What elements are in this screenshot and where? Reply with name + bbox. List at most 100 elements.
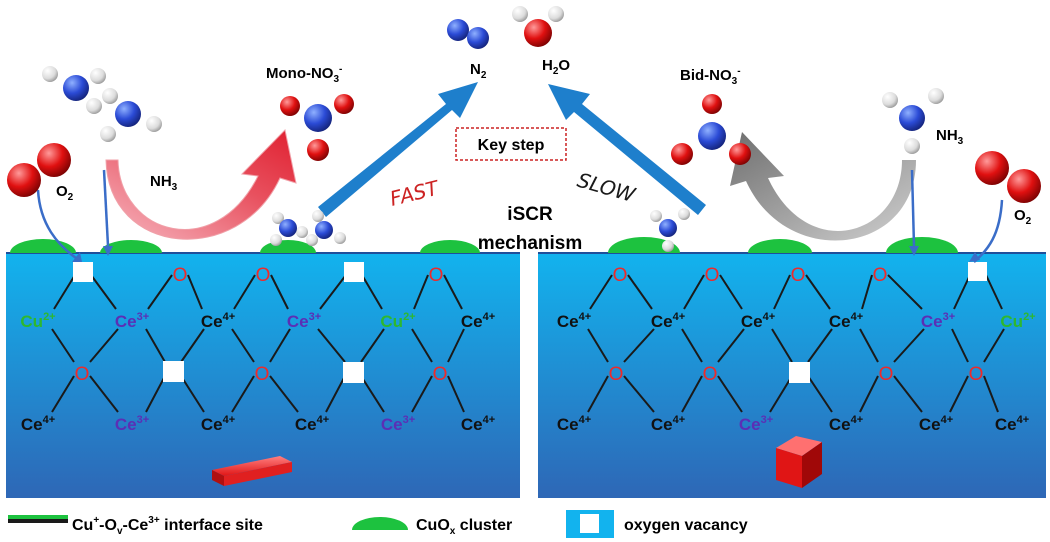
lattice-bond — [145, 375, 166, 413]
mechanism-label: mechanism — [478, 233, 583, 254]
lattice-bond — [231, 375, 255, 413]
ce3-label: Ce3+ — [287, 311, 321, 331]
fast-label: FAST — [387, 175, 442, 211]
o2-molecule-icon — [7, 143, 71, 197]
ce4-label: Ce4+ — [557, 414, 591, 434]
feed-arrowheads — [72, 246, 980, 262]
lattice-bond — [51, 328, 75, 363]
lattice-bond — [233, 274, 256, 310]
cu2-label: Cu2+ — [20, 311, 55, 331]
lattice-bond — [717, 328, 745, 363]
crystal-slab-left — [6, 253, 520, 498]
ce4-label: Ce4+ — [829, 311, 863, 331]
lattice-bond — [587, 328, 609, 363]
lattice-bond — [623, 328, 655, 363]
ce4-label: Ce4+ — [201, 311, 235, 331]
lattice-bond — [683, 274, 705, 310]
ce4-label: Ce4+ — [651, 414, 685, 434]
lattice-bond — [859, 328, 879, 363]
oxygen-label: O — [433, 364, 448, 385]
lattice-bond — [180, 328, 205, 363]
ce4-label: Ce4+ — [995, 414, 1029, 434]
lattice-bond — [771, 328, 793, 363]
lattice-bond — [147, 274, 173, 310]
lattice-bond — [53, 274, 76, 310]
lattice-bonds — [51, 274, 1005, 413]
slow-pathway-arrow — [548, 84, 706, 215]
ce3-label: Ce3+ — [739, 414, 773, 434]
lattice-bond — [893, 328, 925, 363]
legend-cluster-swatch — [352, 517, 408, 530]
lattice-bond — [51, 375, 75, 413]
ce3-label: Ce3+ — [381, 414, 415, 434]
lattice-bond — [447, 328, 465, 363]
iscr-label: iSCR — [507, 204, 553, 225]
lattice-bond — [769, 375, 793, 413]
lattice-bond — [953, 274, 971, 310]
lattice-labels: O O O Cu2+ Ce3+ Ce4+ Ce3+ Cu2+ Ce4+ O O O Ce4+ Ce3+ Ce… — [20, 265, 1035, 434]
lattice-bond — [805, 274, 831, 310]
lattice-bond — [627, 274, 653, 310]
mono-nitrate-molecule-icon — [280, 94, 354, 161]
lattice-bond — [180, 375, 205, 413]
ce4-label: Ce4+ — [557, 311, 591, 331]
nh3-molecule-icon — [42, 66, 106, 114]
ce4-label: Ce4+ — [295, 414, 329, 434]
lattice-bond — [325, 375, 346, 413]
oxygen-label: O — [969, 364, 984, 385]
oxygen-label: O — [256, 265, 271, 286]
slow-label: SLOW — [575, 168, 639, 208]
nh3-molecule-icon — [882, 88, 944, 154]
lattice-bond — [587, 375, 609, 413]
nh3-left-label: NH3 — [150, 173, 178, 193]
lattice-bond — [681, 328, 703, 363]
lattice-bond — [859, 375, 879, 413]
lattice-bond — [317, 328, 346, 363]
lattice-bond — [807, 328, 833, 363]
lattice-bond — [269, 375, 299, 413]
gray-curved-arrow — [730, 132, 916, 241]
nh3-molecule-icon — [100, 88, 162, 142]
oxygen-vacancies — [73, 262, 987, 383]
lattice-bond — [360, 375, 385, 413]
ce3-label: Ce3+ — [115, 311, 149, 331]
n2-label: N2 — [470, 61, 487, 81]
o2-right-label: O2 — [1014, 207, 1032, 227]
oxygen-label: O — [705, 265, 720, 286]
h2o-label: H2O — [542, 57, 570, 77]
lattice-bond — [949, 375, 969, 413]
legend-interface-swatch-green — [8, 515, 68, 519]
fast-pathway-arrow — [318, 82, 478, 217]
oxygen-label: O — [75, 364, 90, 385]
lattice-bond — [589, 274, 613, 310]
lattice-bond — [893, 375, 923, 413]
lattice-bond — [89, 328, 119, 363]
mono-nitrate-label: Mono-NO3- — [266, 64, 342, 85]
lattice-bond — [411, 328, 433, 363]
lattice-bond — [681, 375, 703, 413]
oxygen-label: O — [613, 265, 628, 286]
ce3-label: Ce3+ — [921, 311, 955, 331]
lattice-bond — [411, 375, 433, 413]
ce4-label: Ce4+ — [461, 311, 495, 331]
lattice-bond — [89, 375, 119, 413]
cuox-clusters — [10, 237, 958, 253]
oxygen-label: O — [879, 364, 894, 385]
cu2-label: Cu2+ — [380, 311, 415, 331]
oxygen-label: O — [873, 265, 888, 286]
lattice-bond — [985, 274, 1003, 310]
ce4-label: Ce4+ — [919, 414, 953, 434]
legend-cluster-label: CuOx cluster — [416, 517, 512, 537]
lattice-bond — [773, 274, 791, 310]
lattice-bond — [361, 274, 383, 310]
oxygen-label: O — [791, 265, 806, 286]
oxygen-label: O — [429, 265, 444, 286]
legend-vacancy-label: oxygen vacancy — [624, 517, 748, 534]
oxygen-label: O — [173, 265, 188, 286]
key-step-box — [455, 127, 567, 161]
red-curved-arrow — [105, 128, 297, 240]
lattice-bond — [983, 328, 1005, 363]
bid-nitrate-molecule-icon — [671, 94, 751, 165]
lattice-bond — [443, 274, 463, 310]
